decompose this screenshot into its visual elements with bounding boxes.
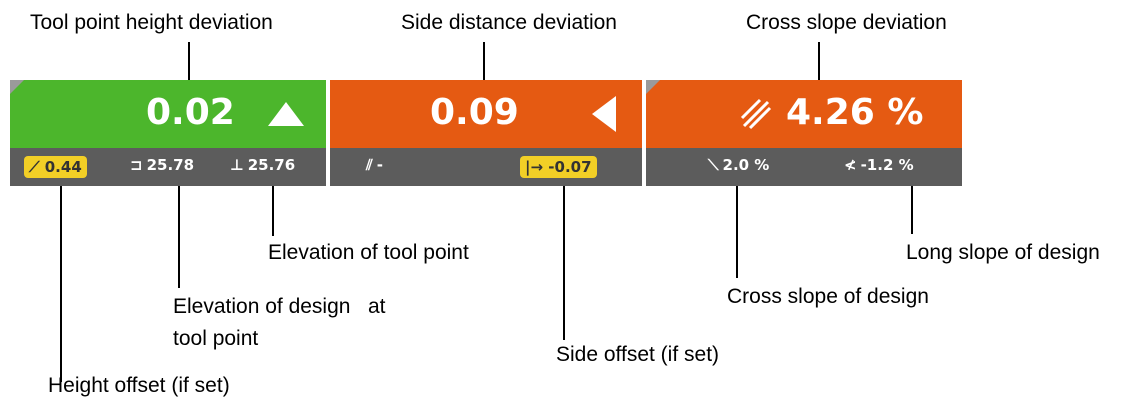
height-offset-badge: ⟋ 0.44 bbox=[24, 156, 87, 178]
cross-slope-deviation-panel[interactable]: 4.26 % ⟍ 2.0 % ≮ -1.2 % bbox=[646, 80, 962, 186]
callout-long-slope-of-design: Long slope of design bbox=[906, 241, 1100, 264]
leader-line bbox=[483, 42, 485, 80]
cross-slope-design-icon: ⟍ bbox=[708, 155, 719, 174]
callout-tool-point-height-deviation: Tool point height deviation bbox=[30, 11, 273, 34]
design-elevation-value: 25.78 bbox=[146, 156, 195, 174]
side-details-bar: ⫽ - |→ -0.07 bbox=[330, 148, 642, 186]
long-slope-design-icon: ≮ bbox=[844, 155, 857, 174]
leader-line bbox=[563, 186, 565, 340]
design-elevation-item: ⊐ 25.78 bbox=[130, 156, 194, 174]
tool-elevation-item: ⊥ 25.76 bbox=[230, 156, 295, 174]
leader-line bbox=[911, 186, 913, 234]
side-deviation-value: 0.09 bbox=[430, 92, 519, 133]
side-deviation-header: 0.09 bbox=[330, 80, 642, 148]
tool-elevation-value: 25.76 bbox=[247, 156, 296, 174]
corner-marker bbox=[10, 80, 24, 94]
leader-line bbox=[736, 186, 738, 278]
corner-marker bbox=[646, 80, 660, 94]
height-offset-value: 0.44 bbox=[44, 158, 82, 176]
side-offset-value: -0.07 bbox=[548, 158, 592, 176]
height-deviation-panel[interactable]: 0.02 ⟋ 0.44 ⊐ 25.78 ⊥ 25.76 bbox=[10, 80, 326, 186]
leader-line bbox=[188, 42, 190, 80]
height-deviation-value: 0.02 bbox=[146, 92, 235, 133]
callout-elevation-of-tool-point: Elevation of tool point bbox=[268, 241, 469, 264]
side-deviation-panel[interactable]: 0.09 ⫽ - |→ -0.07 bbox=[330, 80, 642, 186]
long-slope-design-value: -1.2 % bbox=[860, 156, 914, 174]
cross-slope-design-value: 2.0 % bbox=[722, 156, 770, 174]
cross-slope-icon bbox=[740, 98, 772, 130]
height-offset-item[interactable]: ⟋ 0.44 bbox=[24, 156, 87, 178]
cross-slope-header: 4.26 % bbox=[646, 80, 962, 148]
callout-cross-slope-deviation: Cross slope deviation bbox=[746, 11, 947, 34]
leader-line bbox=[272, 186, 274, 236]
callout-side-offset: Side offset (if set) bbox=[556, 343, 720, 366]
side-offset-item[interactable]: |→ -0.07 bbox=[520, 156, 597, 178]
triangle-left-icon bbox=[592, 96, 616, 132]
callout-side-distance-deviation: Side distance deviation bbox=[401, 11, 617, 34]
side-distance-item: ⫽ - bbox=[366, 156, 383, 174]
callout-elevation-of-design-line2: tool point bbox=[173, 327, 259, 350]
leader-line bbox=[178, 186, 180, 288]
cross-slope-deviation-value: 4.26 % bbox=[786, 92, 924, 133]
side-distance-icon: ⫽ bbox=[366, 155, 373, 174]
height-details-bar: ⟋ 0.44 ⊐ 25.78 ⊥ 25.76 bbox=[10, 148, 326, 186]
callout-cross-slope-of-design: Cross slope of design bbox=[727, 285, 929, 308]
side-offset-badge: |→ -0.07 bbox=[520, 156, 597, 178]
side-offset-icon: |→ bbox=[525, 158, 544, 176]
callout-height-offset: Height offset (if set) bbox=[48, 374, 230, 397]
design-elevation-icon: ⊐ bbox=[130, 155, 143, 174]
leader-line bbox=[60, 186, 62, 382]
leader-line bbox=[818, 42, 820, 80]
triangle-up-icon bbox=[268, 102, 304, 126]
height-offset-icon: ⟋ bbox=[29, 158, 40, 176]
long-slope-design-item: ≮ -1.2 % bbox=[844, 156, 914, 174]
cross-slope-design-item: ⟍ 2.0 % bbox=[708, 156, 769, 174]
callout-elevation-of-design-line1: Elevation of design at bbox=[173, 295, 386, 318]
side-distance-value: - bbox=[376, 156, 383, 174]
tool-elevation-icon: ⊥ bbox=[230, 155, 244, 174]
height-deviation-header: 0.02 bbox=[10, 80, 326, 148]
slope-details-bar: ⟍ 2.0 % ≮ -1.2 % bbox=[646, 148, 962, 186]
